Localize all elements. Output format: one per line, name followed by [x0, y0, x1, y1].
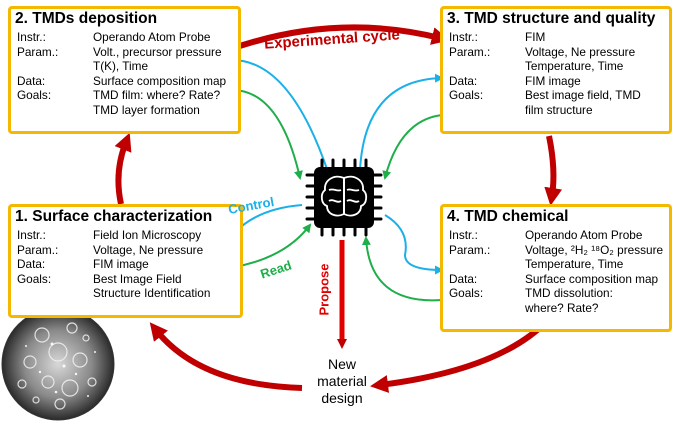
row-key: Data:	[449, 73, 478, 88]
row-value: Surface composition map	[525, 271, 659, 286]
box-title: 1. Surface characterization	[15, 208, 213, 225]
row-key: Instr.:	[17, 228, 46, 242]
row-value: TMD layer formation	[93, 102, 200, 117]
goals-row: Goals: Best image field, TMD film struct…	[443, 88, 669, 117]
row-key: Data:	[17, 73, 46, 88]
parameters-row: Param.: Voltage, Ne pressure Temperature…	[443, 45, 669, 74]
row-value: Best Image Field	[93, 271, 182, 286]
data-row: Data: FIM image	[11, 257, 240, 272]
row-key: Data:	[17, 257, 46, 271]
output-line: New	[327, 356, 356, 372]
cycle-arrow-3-to-4	[544, 135, 563, 206]
row-value: TMD film: where? Rate?	[93, 88, 221, 102]
row-value: where? Rate?	[525, 300, 599, 315]
propose-label: Propose	[316, 263, 332, 316]
row-value: Field Ion Microscopy	[93, 228, 202, 242]
cycle-arrow-1-to-2	[114, 132, 132, 205]
row-value: Operando Atom Probe	[93, 30, 211, 44]
row-value: Voltage, Ne pressure	[525, 44, 636, 59]
data-row: Data: FIM image	[443, 74, 669, 89]
row-value: Operando Atom Probe	[525, 228, 643, 242]
control-arrow-to-chemical	[384, 214, 444, 275]
row-value: Temperature, Time	[525, 257, 624, 271]
brain-chip-icon	[305, 158, 383, 237]
row-value: Structure Identification	[93, 286, 211, 300]
instrument-row: Instr.: FIM	[443, 30, 669, 45]
box-title: 2. TMDs deposition	[15, 10, 158, 27]
row-key: Instr.:	[449, 30, 478, 44]
box-title: 3. TMD structure and quality	[447, 10, 656, 27]
cycle-arrow-2-to-3	[226, 24, 450, 53]
goals-row: Goals: TMD film: where? Rate? TMD layer …	[11, 88, 238, 117]
goals-row: Goals: Best Image Field Structure Identi…	[11, 272, 240, 301]
row-value: FIM	[525, 30, 546, 44]
row-value: FIM image	[525, 73, 581, 88]
instrument-row: Instr.: Operando Atom Probe	[443, 228, 669, 243]
row-key: Goals:	[449, 88, 484, 102]
fim-micrograph-image	[1, 307, 115, 421]
structure-box: 3. TMD structure and quality Instr.: FIM…	[440, 6, 672, 134]
new-material-design-label: New material design	[307, 356, 377, 407]
parameters-row: Param.: Volt., precursor pressure T(K), …	[11, 45, 238, 74]
row-value: Voltage, Ne pressure	[93, 242, 204, 257]
row-value: Voltage, ²H₂ ¹⁸O₂ pressure	[525, 242, 664, 257]
row-key: Param.:	[449, 44, 491, 59]
instrument-row: Instr.: Operando Atom Probe	[11, 30, 238, 45]
goals-row: Goals: TMD dissolution: where? Rate?	[443, 286, 669, 315]
surface-characterization-box: 1. Surface characterization Instr.: Fiel…	[8, 204, 243, 318]
row-key: Goals:	[449, 286, 484, 300]
chemical-box: 4. TMD chemical Instr.: Operando Atom Pr…	[440, 204, 672, 332]
output-line: material	[317, 373, 367, 389]
row-key: Instr.:	[17, 30, 46, 44]
control-arrow-to-deposition	[230, 55, 329, 173]
read-arrow-from-structure	[382, 114, 443, 180]
row-key: Param.:	[17, 44, 59, 59]
parameters-row: Param.: Voltage, ²H₂ ¹⁸O₂ pressure Tempe…	[443, 243, 669, 272]
row-value: T(K), Time	[93, 59, 149, 73]
row-key: Goals:	[17, 271, 52, 286]
read-arrow-from-deposition	[231, 89, 303, 180]
row-key: Param.:	[17, 242, 59, 257]
instrument-row: Instr.: Field Ion Microscopy	[11, 228, 240, 243]
output-line: design	[321, 390, 363, 406]
row-key: Goals:	[17, 88, 52, 102]
row-value: TMD dissolution:	[525, 286, 613, 300]
row-value: Surface composition map	[93, 73, 227, 88]
row-value: film structure	[525, 102, 593, 117]
parameters-row: Param.: Voltage, Ne pressure	[11, 243, 240, 258]
read-arrow-from-chemical	[361, 236, 443, 302]
control-arrow-to-structure	[359, 73, 444, 171]
data-row: Data: Surface composition map	[443, 272, 669, 287]
data-row: Data: Surface composition map	[11, 74, 238, 89]
row-value: Best image field, TMD	[525, 88, 641, 102]
row-key: Data:	[449, 271, 478, 286]
row-key: Instr.:	[449, 228, 478, 242]
row-value: Temperature, Time	[525, 59, 624, 73]
row-key: Param.:	[449, 242, 491, 257]
deposition-box: 2. TMDs deposition Instr.: Operando Atom…	[8, 6, 241, 134]
row-value: FIM image	[93, 257, 149, 271]
box-title: 4. TMD chemical	[447, 208, 569, 225]
cycle-arrow-output-to-1	[149, 322, 303, 391]
row-value: Volt., precursor pressure	[93, 44, 222, 59]
